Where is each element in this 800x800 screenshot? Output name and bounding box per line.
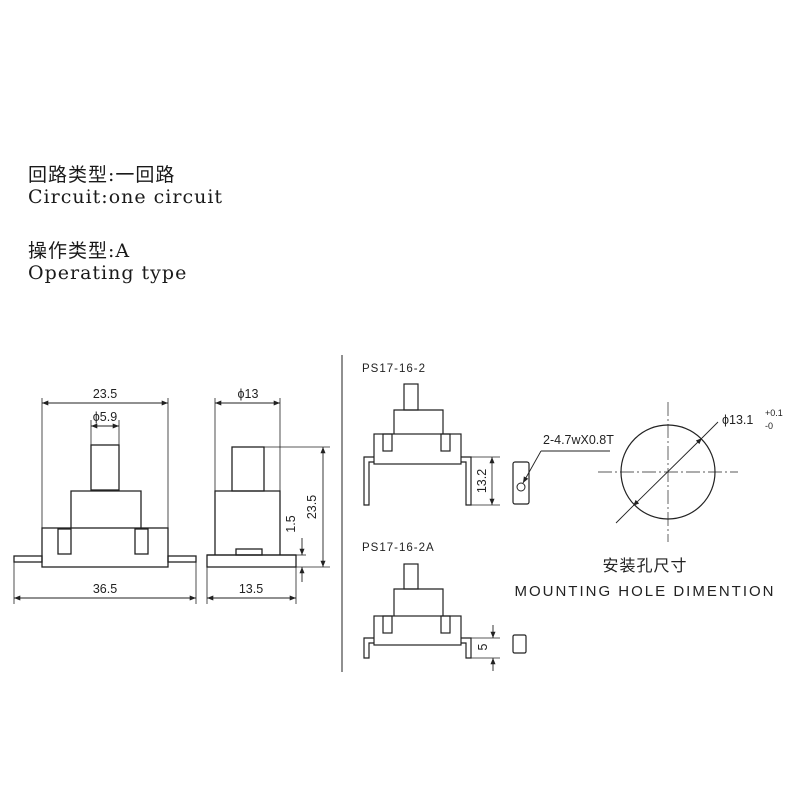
terminal-detail	[512, 461, 530, 505]
mounting-hole-diameter-label: ϕ13.1	[722, 413, 753, 427]
front-top-width-label: 23.5	[93, 387, 117, 401]
front-plunger	[90, 444, 120, 491]
variant-1-terminal-right	[461, 456, 472, 506]
side-view	[206, 398, 330, 604]
circuit-type-en: Circuit:one circuit	[28, 186, 224, 208]
variant-1-model-label: PS17-16-2	[362, 363, 426, 375]
front-view	[13, 398, 197, 604]
operating-type-en: Operating type	[28, 262, 188, 284]
mounting-hole-view	[598, 402, 738, 542]
side-plunger	[231, 446, 265, 492]
variant-2-terminal-left	[363, 637, 374, 659]
mounting-hole-title-en: MOUNTING HOLE DIMENTION	[514, 583, 775, 600]
side-housing	[214, 490, 281, 555]
terminal-spec-label: 2-4.7wX0.8T	[543, 433, 614, 447]
front-lower-housing	[41, 527, 169, 568]
front-slot-right	[134, 528, 149, 555]
variant-1-terminal-height-label: 13.2	[475, 469, 489, 493]
front-top-housing	[70, 490, 142, 528]
side-tab	[235, 548, 263, 556]
variant-1-lower-housing	[373, 433, 462, 465]
variant-2-terminal-detail	[512, 634, 527, 654]
variant-1-top-housing	[393, 409, 444, 434]
mounting-hole-tol-plus: +0.1	[765, 408, 783, 418]
front-flange-left	[13, 555, 43, 563]
variant-2-terminal-right	[461, 637, 472, 659]
front-base-width-label: 36.5	[93, 582, 117, 596]
mounting-hole-title-cn: 安装孔尺寸	[602, 556, 687, 575]
side-base-width-label: 13.5	[239, 582, 263, 596]
variant-2-top-housing	[393, 588, 444, 616]
front-flange-right	[167, 555, 197, 563]
front-plunger-diameter-label: ϕ5.9	[93, 410, 117, 424]
variant-2-terminal-height-label: 5	[476, 643, 490, 650]
side-tab-height-label: 1.5	[284, 515, 298, 532]
operating-type-cn: 操作类型:A	[28, 240, 131, 262]
variant-2-plunger	[403, 563, 419, 590]
variant-2-model-label: PS17-16-2A	[362, 542, 435, 554]
side-diameter-label: ϕ13	[238, 387, 259, 401]
variant-2-lower-housing	[373, 615, 462, 646]
mounting-hole-tol-minus: -0	[765, 421, 773, 431]
variant-1-plunger	[403, 383, 419, 411]
variant-1-terminal-left	[363, 456, 374, 506]
front-slot-left	[57, 528, 72, 555]
circuit-type-cn: 回路类型:一回路	[28, 164, 176, 186]
side-base	[206, 554, 297, 568]
side-total-height-label: 23.5	[305, 495, 319, 519]
variant-2-view	[363, 563, 527, 671]
variant-1-view	[363, 383, 610, 506]
